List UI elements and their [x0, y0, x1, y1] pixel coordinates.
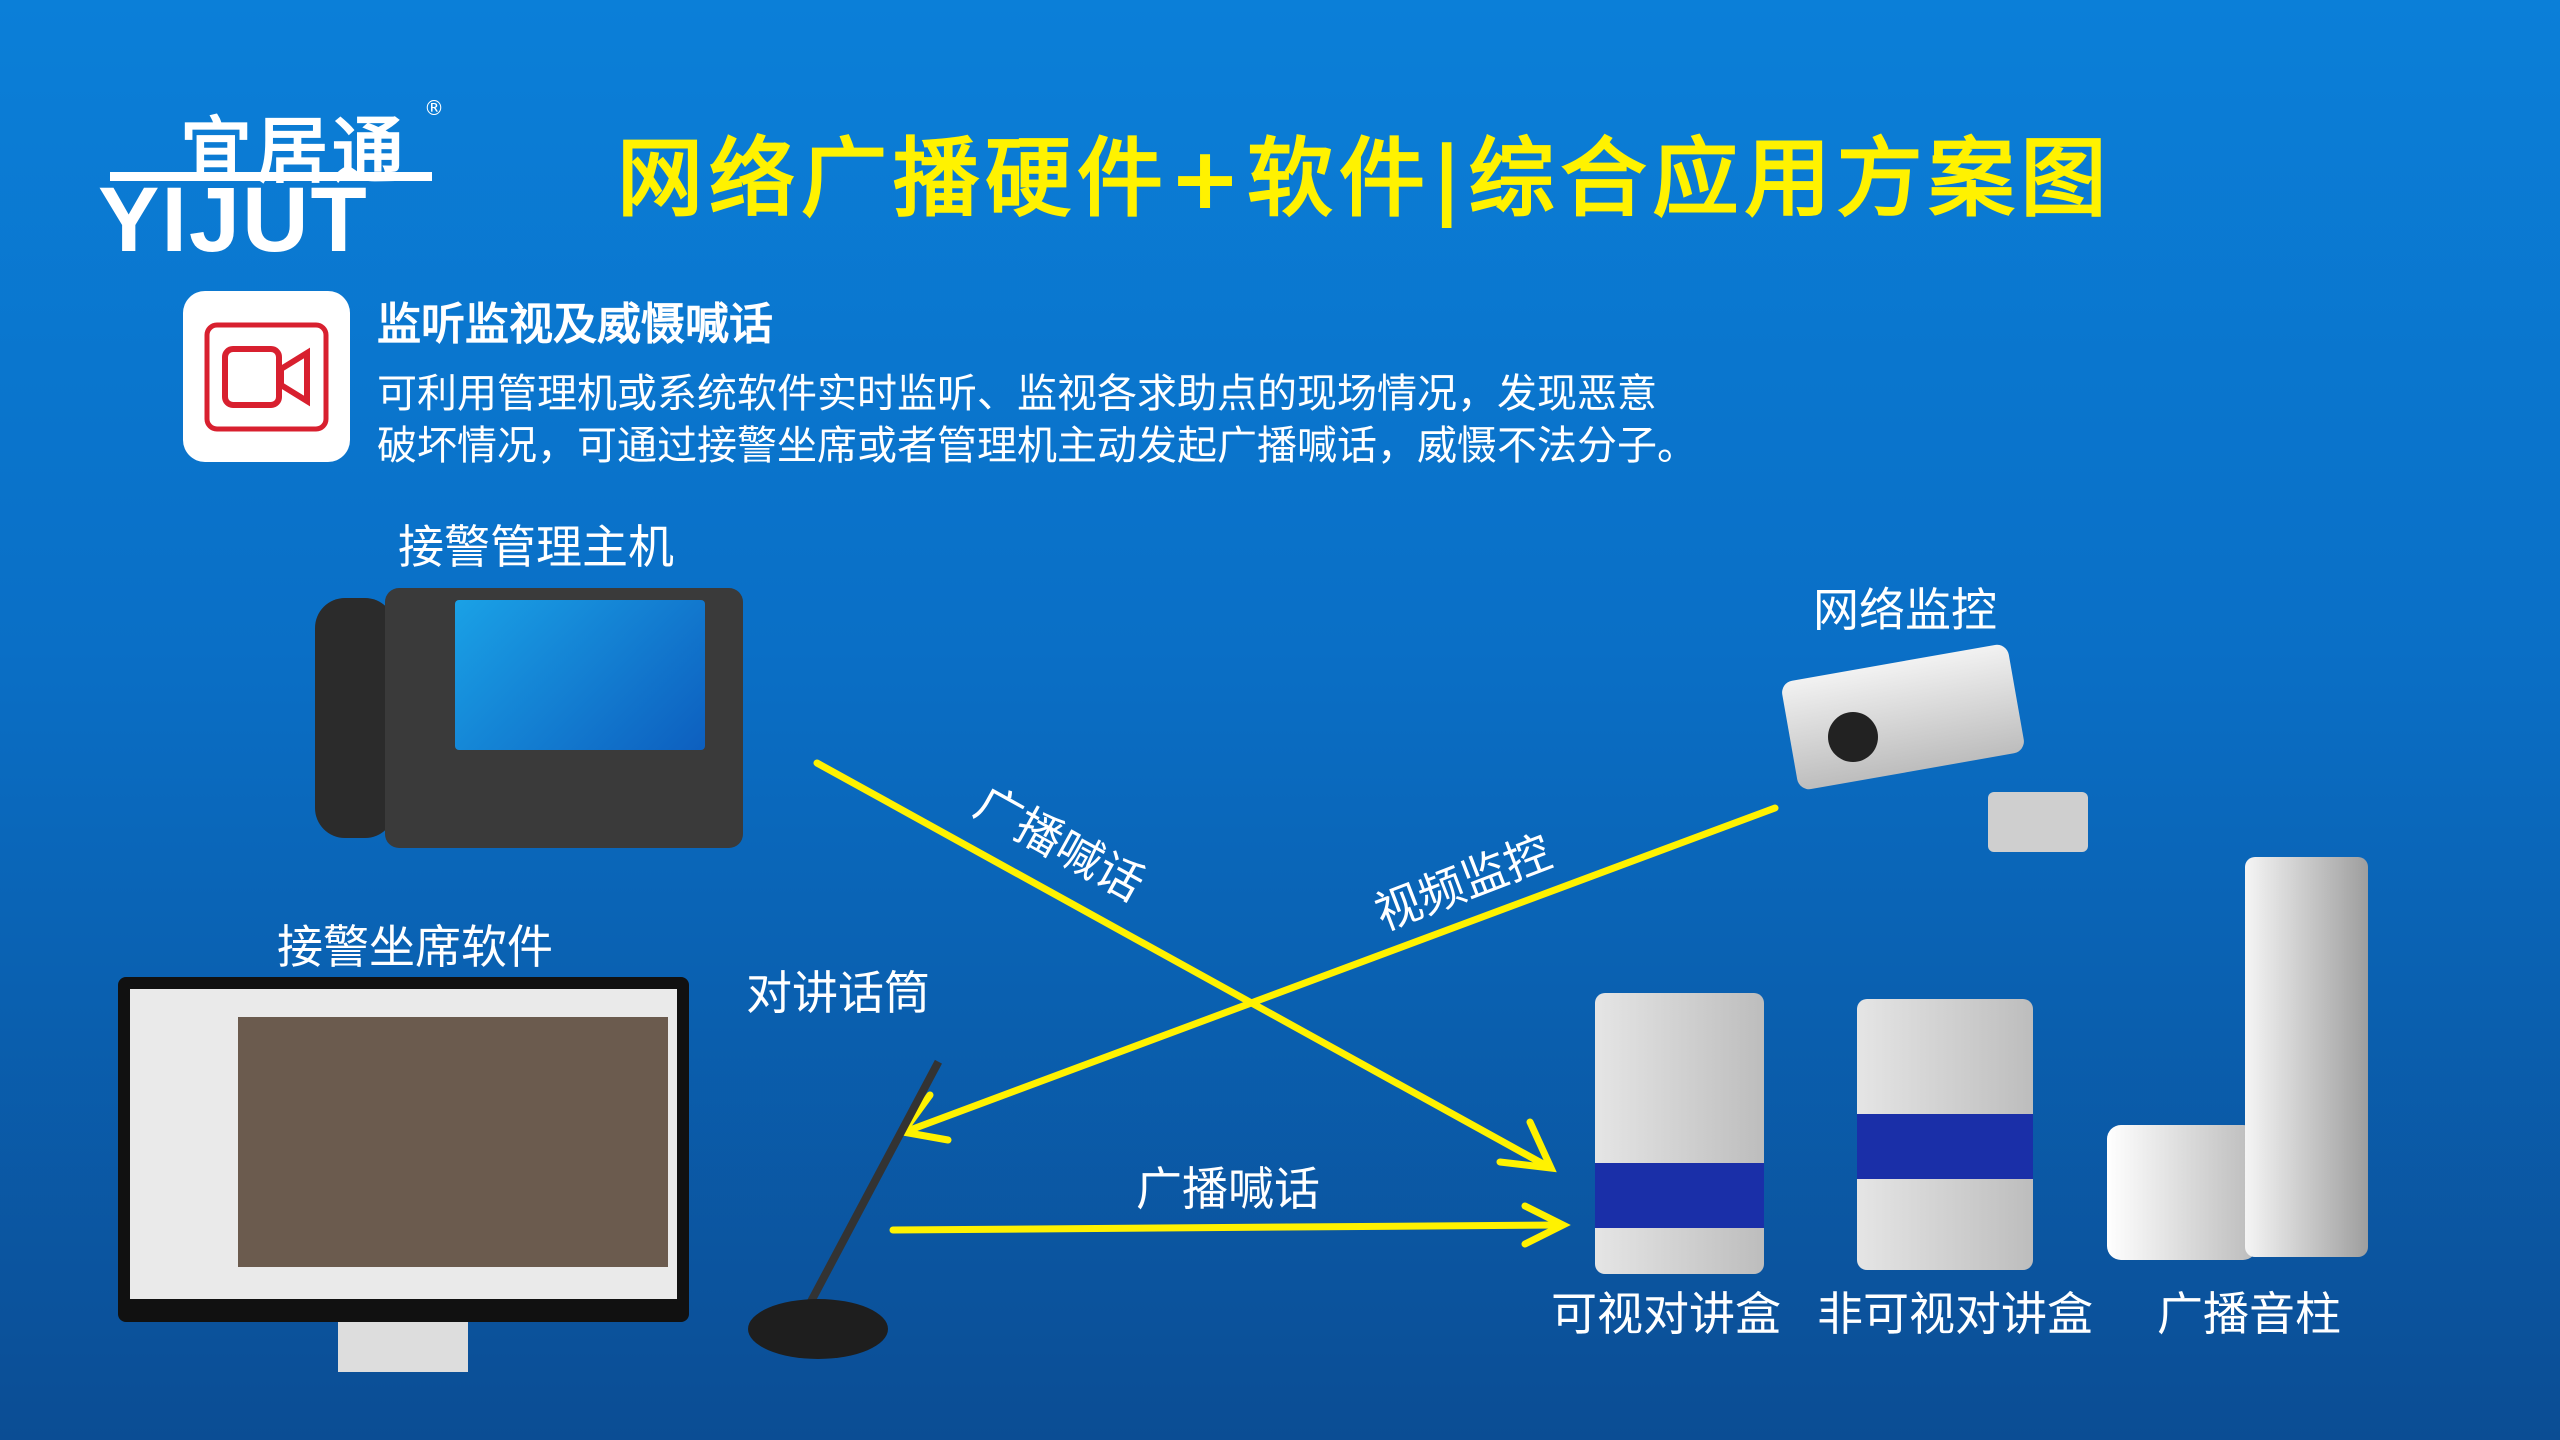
label-audio-intercom: 非可视对讲盒 [1817, 1287, 2093, 1341]
feature-heading: 监听监视及威慑喊话 [377, 299, 773, 350]
camera-image [1780, 642, 2098, 860]
arrow-broadcast-to-intercom [813, 759, 1549, 1169]
label-video-intercom: 可视对讲盒 [1551, 1287, 1781, 1341]
host-phone-image [245, 588, 743, 882]
label-software: 接警坐席软件 [277, 920, 553, 974]
video-camera-icon [183, 291, 350, 462]
column-speaker-image [2245, 857, 2368, 1257]
logo-registered: ® [424, 96, 444, 120]
logo-en: YIJUT [98, 169, 369, 271]
label-mic: 对讲话筒 [746, 966, 930, 1020]
label-host: 接警管理主机 [398, 520, 674, 574]
small-speaker-image [2107, 1125, 2257, 1260]
logo-divider [110, 172, 432, 181]
arrow-video-to-mic [906, 804, 1779, 1134]
label-column-speaker: 广播音柱 [2157, 1287, 2341, 1341]
arrow-mic-to-intercom [889, 1221, 1562, 1234]
feature-description: 可利用管理机或系统软件实时监听、监视各求助点的现场情况，发现恶意 破坏情况，可通… [377, 368, 1777, 472]
desc-line: 可利用管理机或系统软件实时监听、监视各求助点的现场情况，发现恶意 [377, 371, 1657, 417]
video-intercom-image [1595, 993, 1764, 1274]
software-monitor-image [118, 977, 689, 1380]
audio-intercom-image [1857, 999, 2033, 1270]
label-camera: 网络监控 [1813, 583, 1997, 637]
microphone-image [743, 1029, 942, 1364]
desc-line: 破坏情况，可通过接警坐席或者管理机主动发起广播喊话，威慑不法分子。 [377, 423, 1697, 469]
label-flow-broadcast-2: 广播喊话 [1136, 1162, 1320, 1216]
page-title: 网络广播硬件+软件|综合应用方案图 [617, 129, 2113, 229]
